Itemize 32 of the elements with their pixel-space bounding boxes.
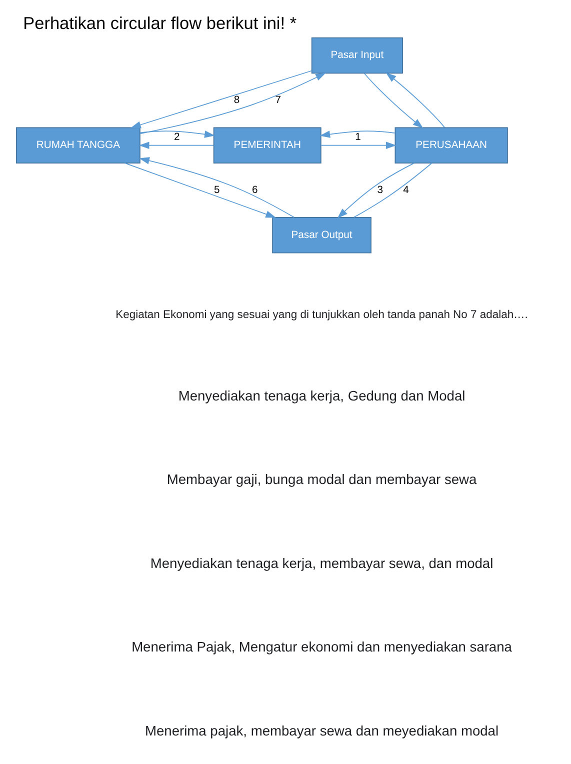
label: Menyediakan tenaga kerja, Gedung dan Modal [178,387,466,404]
arrow [386,72,446,128]
arrow [140,72,326,134]
label: Menerima pajak, membayar sewa dan meyediakan modal [145,722,499,739]
label: Membayar gaji, bunga modal dan membayar sewa [166,471,477,488]
node-box: PERUSAHAAN [394,127,508,164]
edge-label: 2 [174,132,180,143]
arrow [138,142,214,149]
diagram-title: Perhatikan circular flow berikut ini! * [23,13,297,34]
label: Menerima Pajak, Mengatur ekonomi dan menyediakan sarana [132,638,512,655]
arrow [320,130,396,138]
edge-label: 3 [377,184,383,196]
arrow [130,70,312,128]
edge-label: 5 [214,184,220,196]
arrow [139,157,294,218]
edge-label: 7 [275,95,282,106]
arrow [337,162,414,218]
node-box: PEMERINTAH [213,127,322,164]
arrow [364,72,424,128]
label: Menyediakan tenaga kerja, membayar sewa, dan modal [150,554,494,571]
node-box: RUMAH TANGGA [16,127,140,164]
arrow [320,142,396,149]
edge-label: 6 [252,184,258,196]
arrow [140,130,215,138]
edge-label: 8 [234,95,240,106]
edge-label: 1 [355,132,361,143]
node-box: Pasar Input [311,37,403,74]
label: Kegiatan Ekonomi yang sesuai yang di tunjukkan oleh tanda panah No 7 adalah…. [116,309,528,321]
node-box: Pasar Output [272,217,372,254]
arrow [124,162,276,218]
edge-label: 4 [403,184,409,196]
connector [354,162,432,218]
